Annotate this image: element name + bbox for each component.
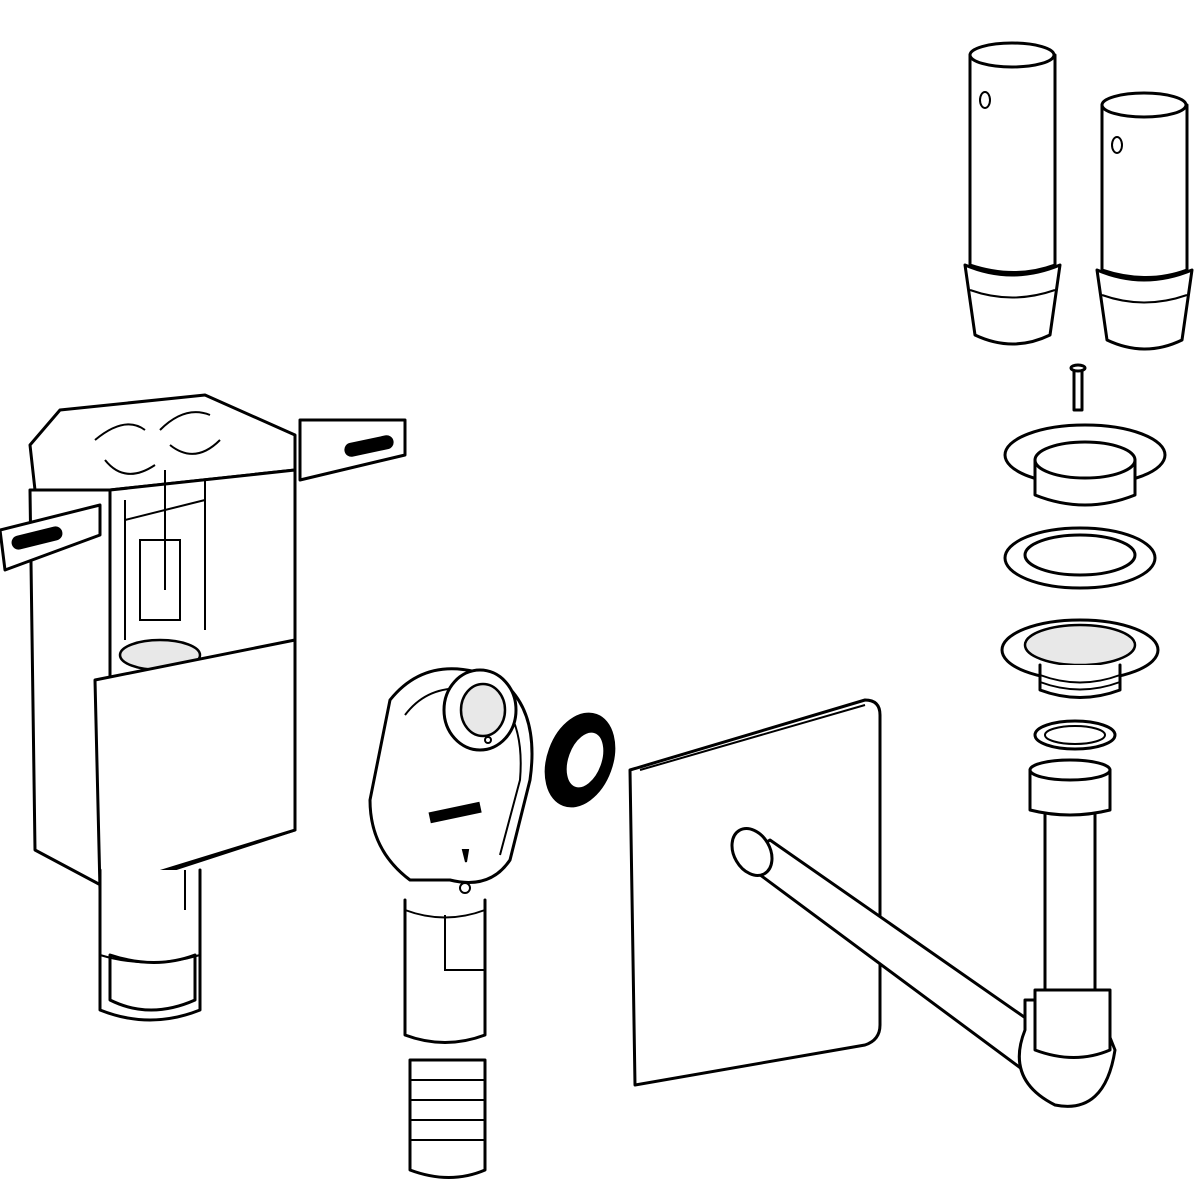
- extension-tube-2: [1095, 91, 1194, 351]
- top-flange: [1003, 423, 1167, 507]
- screw: [1069, 363, 1087, 412]
- washer-small: [1033, 719, 1117, 751]
- wall-box-housing: [0, 393, 407, 1022]
- vertical-tailpiece: [1028, 758, 1112, 1059]
- extension-tube-1: [963, 41, 1062, 346]
- siphon-body: [368, 667, 534, 1179]
- drain-fitting: [1000, 618, 1160, 699]
- cover-plate: [628, 698, 882, 1087]
- flange-ring: [1003, 526, 1157, 590]
- seal-ring: [544, 712, 616, 808]
